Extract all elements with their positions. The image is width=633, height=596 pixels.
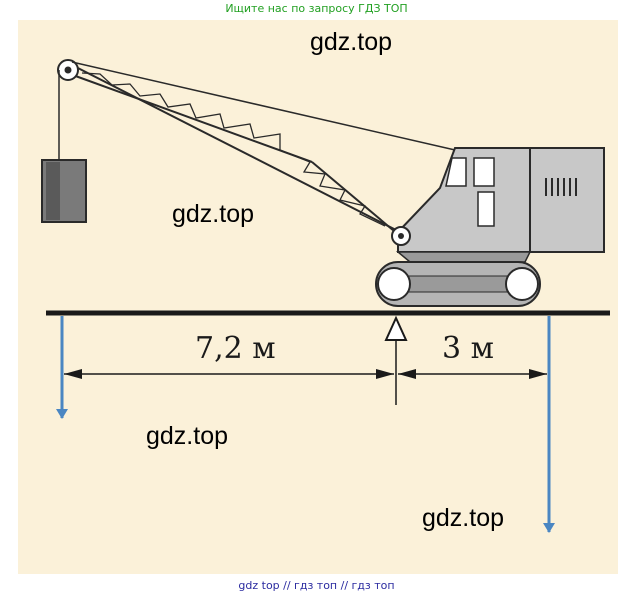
watermark: gdz.top [310,28,392,56]
watermark: gdz.top [172,200,254,228]
crawler-track [375,261,541,307]
footer-links: gdz top // гдз топ // гдз топ [238,579,395,592]
guy-cable [71,61,456,151]
top-banner: Ищите нас по запросу ГДЗ ТОП [225,2,408,15]
dimension-line-left [64,369,394,379]
crane-boom [69,63,401,237]
watermark: gdz.top [146,422,228,450]
watermark: gdz.top [422,504,504,532]
right-arm-length: 3 м [442,331,494,366]
suspended-load [41,159,87,223]
dimension-line-right [398,369,547,379]
pulley [57,59,79,81]
left-arm-length: 7,2 м [195,331,276,366]
crane-cab [395,147,605,263]
boom-hinge [391,226,411,246]
